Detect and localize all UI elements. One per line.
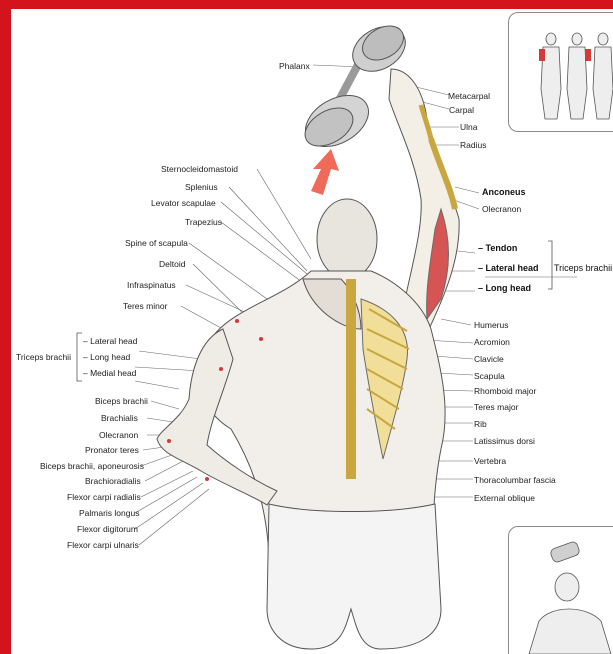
label-clavicle: Clavicle [474, 354, 504, 364]
label-vertebra: Vertebra [474, 456, 506, 466]
label-flexor-digitorum: Flexor digitorum [77, 524, 138, 534]
label-pronator-teres: Pronator teres [85, 445, 139, 455]
label-medial-head-left: – Medial head [83, 368, 136, 378]
label-biceps-aponeurosis: Biceps brachii, aponeurosis [40, 461, 144, 471]
label-long-head-left-text: Long head [90, 352, 130, 362]
label-anconeus: Anconeus [482, 187, 526, 197]
label-thoracolumbar-fascia: Thoracolumbar fascia [474, 475, 556, 485]
illustration-sheet: Phalanx Metacarpal Carpal Ulna Radius St… [11, 9, 613, 654]
label-olecranon-right: Olecranon [482, 204, 521, 214]
label-scapula: Scapula [474, 371, 505, 381]
label-medial-head-left-text: Medial head [90, 368, 136, 378]
label-carpal: Carpal [449, 105, 474, 115]
label-spine-of-scapula: Spine of scapula [125, 238, 188, 248]
label-ulna: Ulna [460, 122, 477, 132]
label-humerus: Humerus [474, 320, 508, 330]
label-teres-minor: Teres minor [123, 301, 167, 311]
label-olecranon-left: Olecranon [99, 430, 138, 440]
label-metacarpal: Metacarpal [448, 91, 490, 101]
label-splenius: Splenius [185, 182, 218, 192]
label-triceps-brachii-right: Triceps brachii [554, 263, 612, 273]
label-sternocleidomastoid: Sternocleidomastoid [161, 164, 238, 174]
label-flexor-carpi-ulnaris: Flexor carpi ulnaris [67, 540, 139, 550]
label-acromion: Acromion [474, 337, 510, 347]
label-radius: Radius [460, 140, 486, 150]
label-deltoid: Deltoid [159, 259, 185, 269]
label-external-oblique: External oblique [474, 493, 535, 503]
label-phalanx: Phalanx [279, 61, 310, 71]
label-flexor-carpi-radialis: Flexor carpi radialis [67, 492, 141, 502]
label-brachioradialis: Brachioradialis [85, 476, 141, 486]
label-palmaris-longus: Palmaris longus [79, 508, 139, 518]
label-lateral-head-left-text: Lateral head [90, 336, 137, 346]
label-latissimus-dorsi: Latissimus dorsi [474, 436, 535, 446]
label-lateral-head-right: – Lateral head [478, 263, 539, 273]
label-trapezius: Trapezius [185, 217, 222, 227]
label-infraspinatus: Infraspinatus [127, 280, 176, 290]
label-rhomboid-major: Rhomboid major [474, 386, 536, 396]
label-brachialis: Brachialis [101, 413, 138, 423]
label-levator-scapulae: Levator scapulae [151, 198, 216, 208]
label-teres-major: Teres major [474, 402, 518, 412]
label-tendon: – Tendon [478, 243, 517, 253]
inset-figures [11, 9, 613, 654]
label-lateral-head-left: – Lateral head [83, 336, 137, 346]
label-long-head-left: – Long head [83, 352, 130, 362]
label-biceps-brachii: Biceps brachii [95, 396, 148, 406]
label-triceps-brachii-left: Triceps brachii [16, 352, 71, 362]
label-long-head-right: – Long head [478, 283, 531, 293]
label-rib: Rib [474, 419, 487, 429]
